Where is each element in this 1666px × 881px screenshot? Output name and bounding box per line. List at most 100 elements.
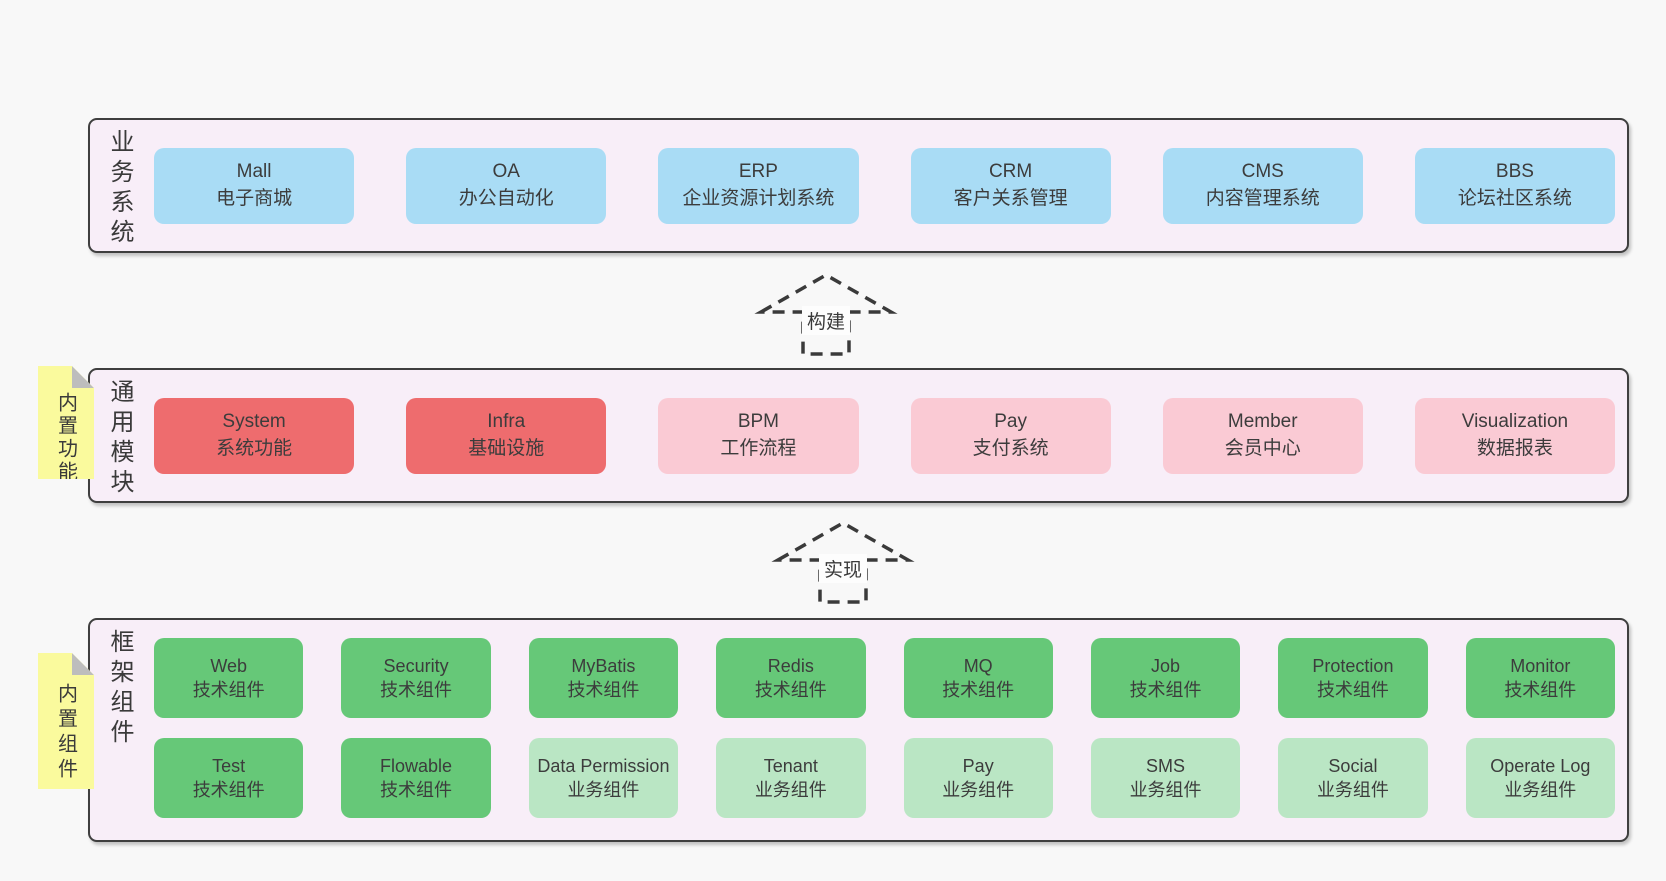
box-title: CMS [1241,161,1284,183]
box-subtitle: 会员中心 [1224,438,1301,459]
box-title: Operate Log [1490,755,1591,776]
box-monitor: Monitor 技术组件 [1465,638,1615,718]
box-tenant: Tenant 业务组件 [716,738,866,818]
box-subtitle: 业务组件 [754,780,827,800]
sticky-note-label: 内置组件 [54,683,77,783]
box-subtitle: 技术组件 [380,780,453,800]
box-subtitle: 基础设施 [468,438,545,459]
box-erp: ERP 企业资源计划系统 [658,148,859,224]
build-arrow-label: 构建 [801,306,851,335]
box-cms: CMS 内容管理系统 [1162,148,1363,224]
box-infra: Infra 基础设施 [406,398,607,474]
box-title: Job [1151,655,1181,676]
box-system: System 系统功能 [154,398,355,474]
box-title: BBS [1495,161,1534,183]
box-title: Social [1328,755,1378,776]
box-pay-biz: Pay 业务组件 [903,738,1053,818]
box-social: Social 业务组件 [1278,738,1428,818]
box-title: Test [212,755,246,776]
panel-business-label: 业务系统 [106,129,133,249]
box-member: Member 会员中心 [1162,398,1363,474]
box-visualization: Visualization 数据报表 [1414,398,1615,474]
box-title: Member [1227,411,1298,433]
box-data-permission: Data Permission 业务组件 [528,738,679,818]
box-subtitle: 技术组件 [192,680,265,700]
box-operate-log: Operate Log 业务组件 [1465,738,1615,818]
box-subtitle: 技术组件 [942,680,1015,700]
box-bpm: BPM 工作流程 [658,398,859,474]
box-title: Protection [1312,655,1394,676]
box-subtitle: 技术组件 [192,780,265,800]
box-subtitle: 技术组件 [1316,680,1389,700]
box-title: Monitor [1510,655,1571,676]
box-subtitle: 技术组件 [1129,680,1202,700]
business-row: Mall 电子商城 OA 办公自动化 ERP 企业资源计划系统 CRM 客户关系… [154,148,1615,224]
box-title: Tenant [763,755,818,776]
box-subtitle: 办公自动化 [458,188,554,209]
box-subtitle: 数据报表 [1476,438,1553,459]
box-subtitle: 业务组件 [942,780,1015,800]
sticky-note-label: 内置功能 [54,392,77,484]
box-job: Job 技术组件 [1090,638,1241,718]
box-title: SMS [1146,755,1186,776]
box-title: BPM [737,411,779,433]
panel-common-modules: 通用模块 System 系统功能 Infra 基础设施 BPM 工作流程 Pay… [88,368,1629,503]
components-row-2: Test 技术组件 Flowable 技术组件 Data Permission … [154,738,1615,818]
box-oa: OA 办公自动化 [406,148,607,224]
box-subtitle: 企业资源计划系统 [682,188,835,209]
box-subtitle: 支付系统 [972,438,1049,459]
box-crm: CRM 客户关系管理 [910,148,1111,224]
box-security: Security 技术组件 [341,638,491,718]
box-mybatis: MyBatis 技术组件 [528,638,679,718]
box-bbs: BBS 论坛社区系统 [1414,148,1615,224]
box-subtitle: 技术组件 [567,680,640,700]
box-title: CRM [988,161,1033,183]
box-subtitle: 技术组件 [380,680,453,700]
panel-components-label: 框架组件 [106,629,133,749]
box-subtitle: 客户关系管理 [953,188,1068,209]
box-title: Security [383,655,449,676]
build-arrow: 构建 [751,266,901,358]
box-title: Pay [962,755,994,776]
box-subtitle: 论坛社区系统 [1457,188,1572,209]
implement-arrow-label: 实现 [818,554,868,583]
box-title: Redis [767,655,814,676]
box-title: OA [492,161,520,183]
box-title: ERP [738,161,778,183]
sticky-note-builtin-components: 内置组件 [38,653,94,789]
box-mq: MQ 技术组件 [903,638,1053,718]
box-web: Web 技术组件 [154,638,304,718]
box-subtitle: 技术组件 [1504,680,1577,700]
components-row-1: Web 技术组件 Security 技术组件 MyBatis 技术组件 Redi… [154,638,1615,718]
box-pay: Pay 支付系统 [910,398,1111,474]
box-mall: Mall 电子商城 [154,148,355,224]
box-sms: SMS 业务组件 [1090,738,1241,818]
box-redis: Redis 技术组件 [716,638,866,718]
box-subtitle: 电子商城 [216,188,293,209]
box-subtitle: 业务组件 [1504,780,1577,800]
box-title: Infra [487,411,526,433]
box-title: Visualization [1461,411,1569,433]
box-title: Flowable [380,755,453,776]
box-subtitle: 内容管理系统 [1205,188,1320,209]
box-subtitle: 业务组件 [1316,780,1389,800]
box-subtitle: 工作流程 [720,438,797,459]
box-title: Pay [994,411,1027,433]
panel-modules-label: 通用模块 [106,379,133,499]
box-protection: Protection 技术组件 [1278,638,1428,718]
box-flowable: Flowable 技术组件 [341,738,491,818]
sticky-note-builtin-features: 内置功能 [38,366,94,479]
box-title: Web [210,655,248,676]
box-subtitle: 系统功能 [216,438,293,459]
box-title: MyBatis [571,655,636,676]
box-title: System [222,411,286,433]
box-title: Data Permission [537,755,670,776]
modules-row: System 系统功能 Infra 基础设施 BPM 工作流程 Pay 支付系统… [154,398,1615,474]
box-test: Test 技术组件 [154,738,304,818]
box-title: Mall [236,161,272,183]
panel-framework-components: 框架组件 Web 技术组件 Security 技术组件 MyBatis 技术组件… [88,618,1629,842]
box-subtitle: 业务组件 [567,780,640,800]
box-title: MQ [963,655,993,676]
box-subtitle: 技术组件 [754,680,827,700]
